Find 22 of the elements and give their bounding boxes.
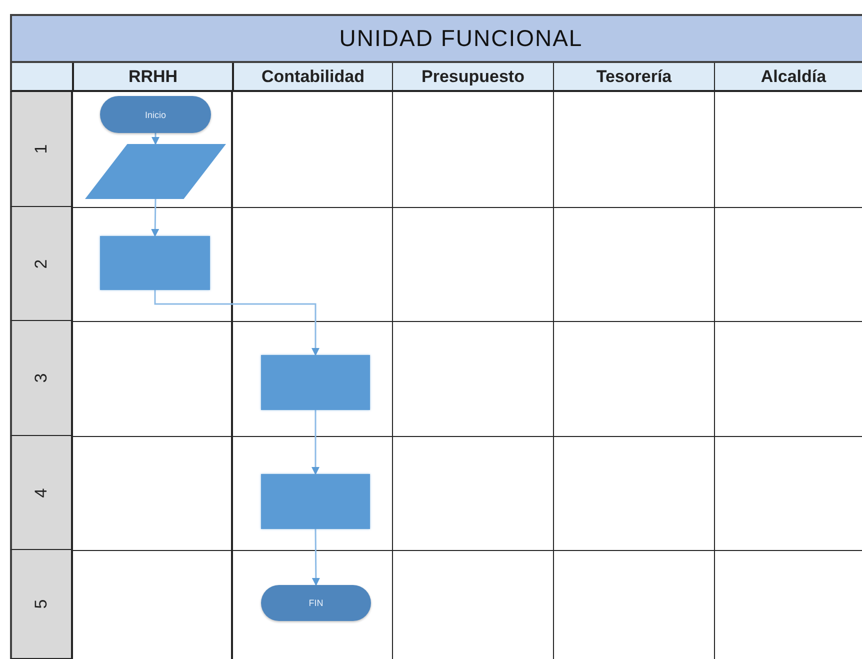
row-header: 1 bbox=[10, 92, 72, 207]
row-header: 5 bbox=[10, 550, 72, 659]
column-header: Alcaldía bbox=[714, 63, 862, 92]
terminator-pill: FIN bbox=[261, 585, 371, 621]
title: UNIDAD FUNCIONAL bbox=[338, 25, 583, 52]
arrow bbox=[152, 133, 160, 145]
process-box bbox=[100, 236, 210, 290]
terminator-pill: Inicio bbox=[100, 96, 211, 133]
process-box bbox=[261, 474, 370, 529]
column-header: RRHH bbox=[72, 63, 232, 92]
column-header: Contabilidad bbox=[232, 63, 392, 92]
process-box bbox=[261, 355, 370, 410]
arrow bbox=[312, 410, 320, 475]
arrow bbox=[151, 198, 160, 237]
arrow bbox=[312, 529, 320, 586]
row-header: 2 bbox=[10, 207, 72, 321]
row-header: 3 bbox=[10, 321, 72, 436]
column-header: Tesorería bbox=[553, 63, 714, 92]
data-parallelogram bbox=[85, 144, 226, 199]
row-header: 4 bbox=[10, 436, 72, 550]
arrow bbox=[154, 290, 320, 356]
column-header: Presupuesto bbox=[392, 63, 553, 92]
